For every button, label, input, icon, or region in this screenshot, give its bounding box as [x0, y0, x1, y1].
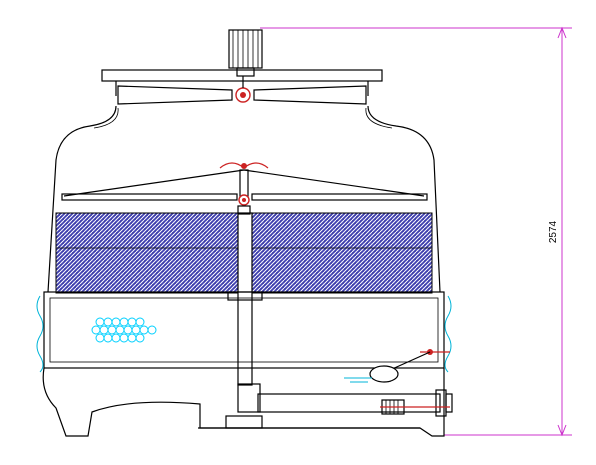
air-inlet-grille [91, 317, 157, 343]
sprinkler-icon [63, 162, 425, 215]
fill-media [55, 212, 433, 294]
fan-icon [117, 76, 367, 105]
float-valve-icon [344, 349, 450, 383]
outlet-pipe [237, 383, 453, 417]
tower-shell [47, 105, 441, 293]
height-dimension-label: 2574 [548, 220, 559, 243]
basin [42, 291, 445, 437]
strainer-icon [380, 399, 450, 415]
motor-icon [228, 29, 263, 77]
distribution-header [61, 193, 428, 201]
fan-deck [101, 69, 383, 96]
overflow-water-left [36, 295, 44, 373]
dimension-lines [260, 26, 572, 437]
base-plate [198, 415, 420, 429]
overflow-water-right [444, 295, 452, 373]
